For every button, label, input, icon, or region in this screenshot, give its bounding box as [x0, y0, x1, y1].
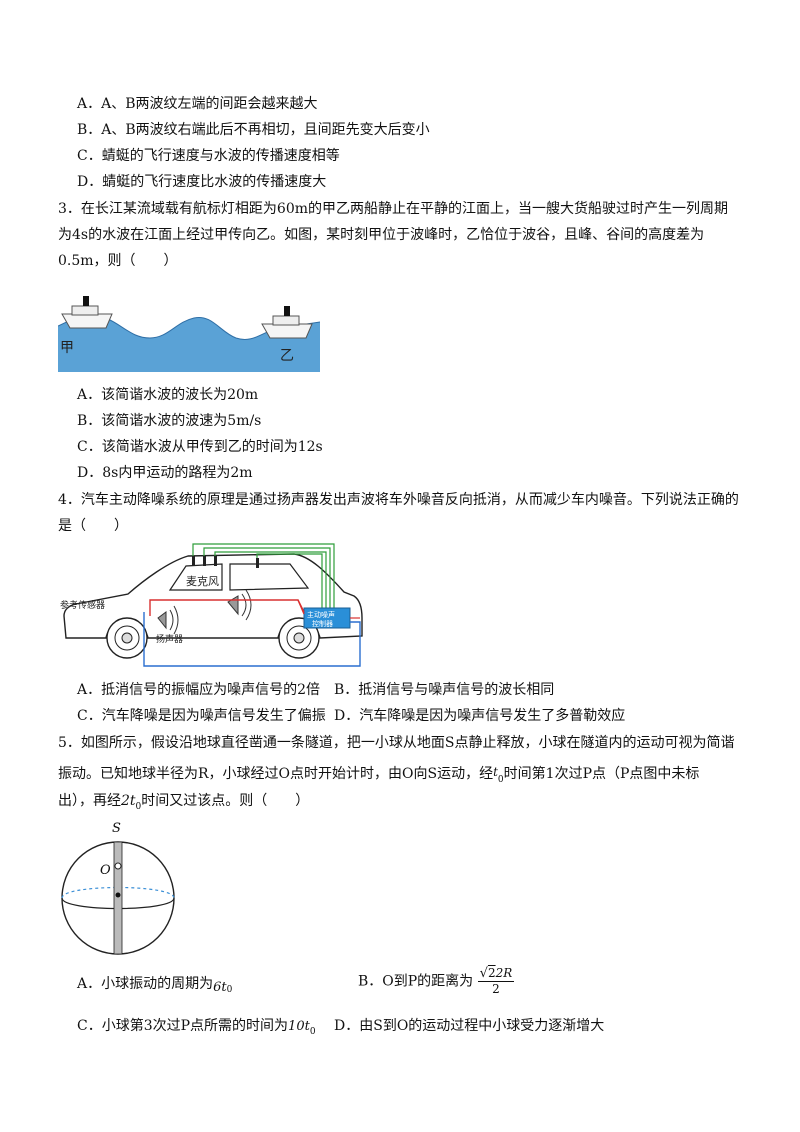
car-noise-figure: 主动噪声 控制器 麦克风 扬声器 参考传感器 — [60, 543, 363, 667]
label-s: S — [112, 821, 121, 836]
q2-option-b: B．A、B两波纹右端此后不再相切，且间距先变大后变小 — [77, 122, 430, 138]
tunnel — [113, 841, 123, 955]
q2-option-c: C．蜻蜓的飞行速度与水波的传播速度相等 — [77, 148, 340, 164]
rear-window — [229, 563, 310, 591]
label-o: O — [100, 863, 111, 878]
q2-option-a: A．A、B两波纹左端的间距会越来越大 — [77, 96, 318, 112]
q3-stem-line3: 0.5m，则（ ） — [58, 253, 178, 269]
earth-tunnel-figure: S O — [61, 821, 175, 955]
center-point — [115, 892, 121, 898]
q5-option-c: C．小球第3次过P点所需的时间为10t0 — [77, 1018, 316, 1037]
q4-stem-line1: 4．汽车主动降噪系统的原理是通过扬声器发出声波将车外噪音反向抵消，从而减少车内噪… — [58, 492, 739, 508]
q4-option-c: C．汽车降噪是因为噪声信号发生了偏振 — [77, 708, 326, 724]
boat-jia-icon — [61, 296, 113, 329]
q5-option-a: A．小球振动的周期为6t0 — [77, 976, 233, 995]
q2-option-d: D．蜻蜓的飞行速度比水波的传播速度大 — [77, 174, 327, 190]
controller-label-2: 控制器 — [312, 619, 333, 628]
q3-option-b: B．该简谐水波的波速为5m/s — [77, 413, 262, 429]
q4-option-d: D．汽车降噪是因为噪声信号发生了多普勒效应 — [334, 708, 626, 724]
label-jia: 甲 — [60, 340, 74, 356]
mic-label: 麦克风 — [186, 575, 219, 588]
q3-stem-line2: 为4s的水波在江面上经过甲传向乙。如图，某时刻甲位于波峰时，乙恰位于波谷，且峰、… — [58, 227, 705, 243]
q4-stem-line2: 是（ ） — [58, 518, 128, 534]
boat-yi-icon — [261, 306, 313, 339]
microphone-icon — [192, 556, 259, 568]
q5-option-b: B．O到P的距离为 √22R 2 — [358, 966, 515, 996]
q3-option-c: C．该简谐水波从甲传到乙的时间为12s — [77, 439, 323, 455]
q5-stem-line1: 5．如图所示，假设沿地球直径凿通一条隧道，把一小球从地面S点静止释放，小球在隧道… — [58, 735, 735, 751]
q5-stem-line2: 振动。已知地球半径为R，小球经过O点时开始计时，由O向S运动，经t0时间第1次过… — [58, 765, 700, 785]
speaker-label: 扬声器 — [156, 633, 183, 645]
controller-label-1: 主动噪声 — [307, 610, 335, 619]
ball-icon — [114, 862, 122, 870]
q4-option-b: B．抵消信号与噪声信号的波长相同 — [334, 682, 555, 698]
front-window — [168, 563, 223, 591]
front-wheel-icon — [106, 617, 148, 659]
q5-stem-line3: 出），再经2t0时间又过该点。则（ ） — [58, 793, 310, 812]
water-wave-figure: 甲 乙 — [58, 296, 320, 372]
water-surface — [58, 316, 320, 372]
q3-option-a: A．该简谐水波的波长为20m — [77, 387, 259, 403]
q3-stem-line1: 3．在长江某流域载有航标灯相距为60m的甲乙两船静止在平静的江面上，当一艘大货船… — [58, 201, 728, 217]
q3-option-d: D．8s内甲运动的路程为2m — [77, 465, 253, 481]
q4-option-a: A．抵消信号的振幅应为噪声信号的2倍 — [77, 682, 321, 698]
ref-sensor-label: 参考传感器 — [60, 599, 105, 611]
label-yi: 乙 — [280, 348, 294, 364]
q5-option-d: D．由S到O的运动过程中小球受力逐渐增大 — [334, 1018, 605, 1034]
